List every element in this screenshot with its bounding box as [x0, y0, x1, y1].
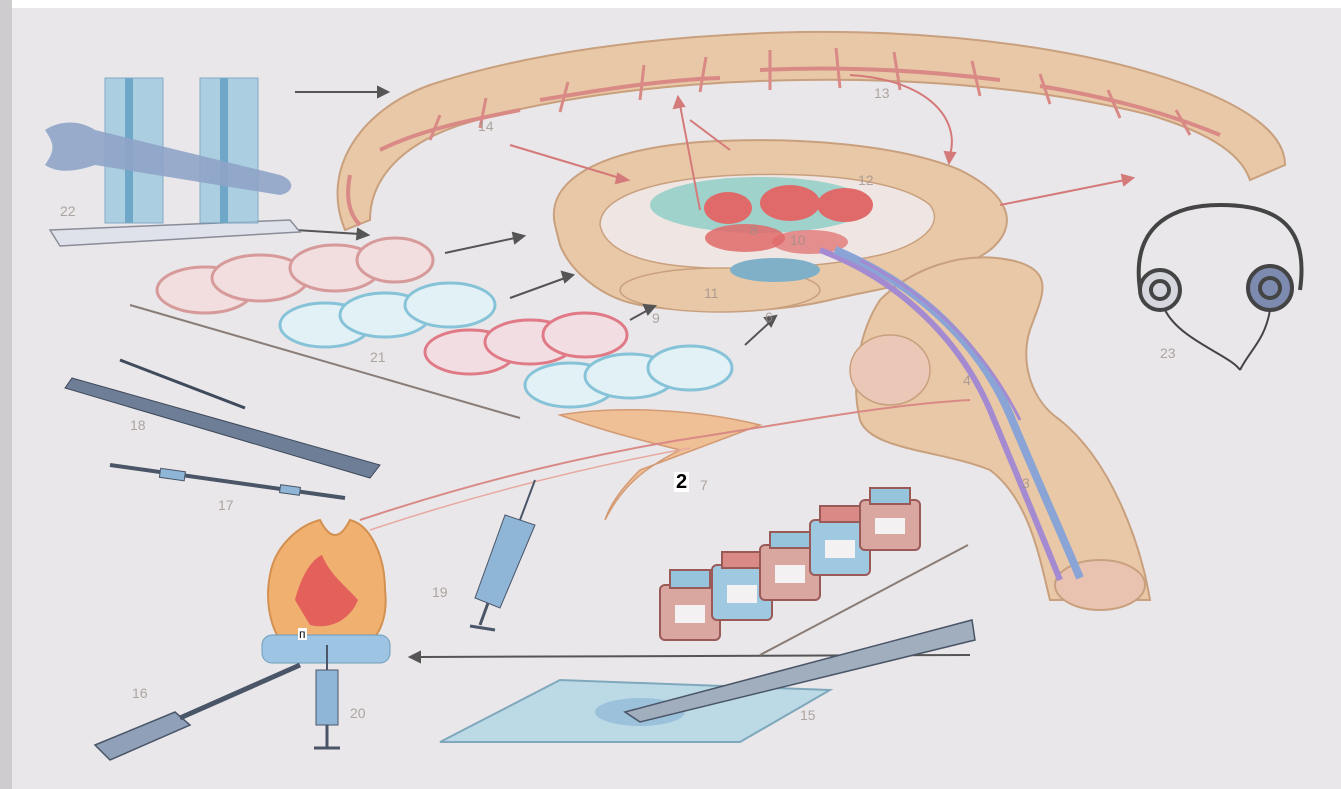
- number-label: 18: [130, 417, 146, 433]
- number-label: 10: [790, 232, 806, 248]
- nerve-label: 2: [674, 472, 689, 492]
- number-label: 21: [370, 349, 386, 365]
- number-label: 11: [704, 285, 719, 301]
- number-label: 22: [60, 203, 76, 219]
- number-label: 13: [874, 85, 890, 101]
- number-label: 15: [800, 707, 816, 723]
- number-label: 3: [1022, 475, 1030, 491]
- number-label: 4: [963, 372, 971, 388]
- number-label: 9: [652, 310, 660, 326]
- number-label: 7: [700, 477, 708, 493]
- tooth-label: п: [298, 628, 307, 640]
- number-label: 14: [478, 118, 494, 134]
- number-label: 12: [858, 172, 874, 188]
- number-label: 6: [765, 309, 773, 325]
- number-label: 16: [132, 685, 148, 701]
- number-label: 8: [750, 222, 758, 238]
- left-dark-edge: [0, 0, 12, 789]
- number-label: 17: [218, 497, 234, 513]
- number-label: 20: [350, 705, 366, 721]
- number-label: 19: [432, 584, 448, 600]
- number-label: 23: [1160, 345, 1176, 361]
